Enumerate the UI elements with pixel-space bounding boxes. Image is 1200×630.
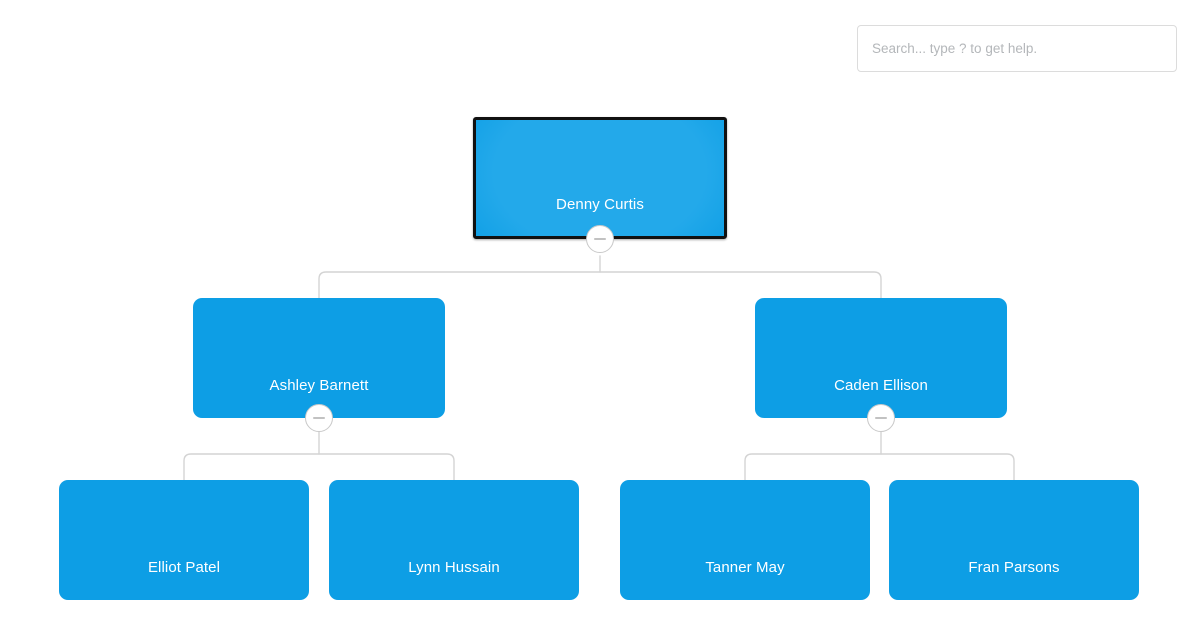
connector-branch — [183, 453, 320, 481]
org-node-elliot-patel[interactable]: Elliot Patel — [59, 480, 309, 600]
org-node-caden-ellison[interactable]: Caden Ellison — [755, 298, 1007, 432]
org-node-label: Tanner May — [705, 558, 785, 576]
org-node-label: Elliot Patel — [147, 558, 221, 576]
org-node-label: Lynn Hussain — [408, 558, 500, 576]
search-input[interactable] — [857, 25, 1177, 72]
org-node-label: Caden Ellison — [834, 376, 928, 394]
org-node-label: Ashley Barnett — [269, 376, 369, 394]
collapse-toggle-icon[interactable] — [586, 225, 614, 253]
org-node-tanner-may[interactable]: Tanner May — [620, 480, 870, 600]
connector-branch — [318, 271, 601, 299]
connector-branch — [744, 453, 882, 481]
org-node-label: Denny Curtis — [556, 195, 644, 213]
org-node-lynn-hussain[interactable]: Lynn Hussain — [329, 480, 579, 600]
collapse-toggle-icon[interactable] — [867, 404, 895, 432]
connector-branch — [880, 453, 1015, 481]
org-node-fran-parsons[interactable]: Fran Parsons — [889, 480, 1139, 600]
org-node-denny-curtis[interactable]: Denny Curtis — [473, 117, 727, 253]
collapse-toggle-icon[interactable] — [305, 404, 333, 432]
connector-branch — [318, 453, 455, 481]
connector-branch — [599, 271, 882, 299]
org-node-label: Fran Parsons — [968, 558, 1060, 576]
org-node-ashley-barnett[interactable]: Ashley Barnett — [193, 298, 445, 432]
